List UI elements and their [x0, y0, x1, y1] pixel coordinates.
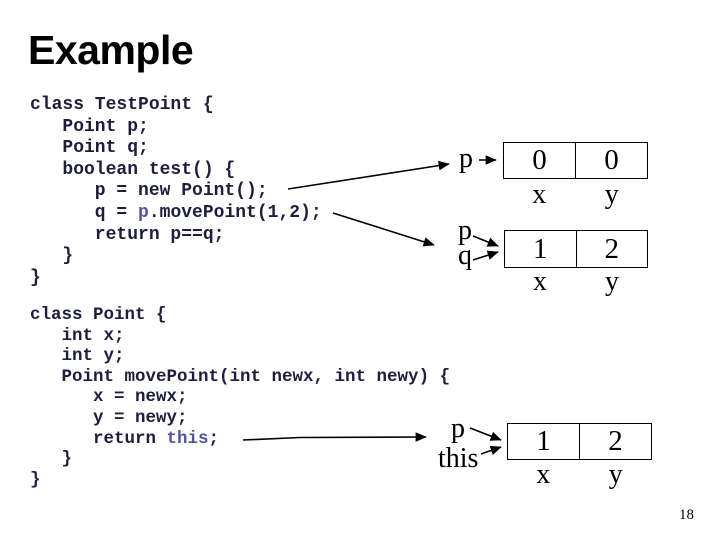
field-name-x: x	[536, 459, 551, 490]
field-name-x: x	[533, 266, 547, 297]
arrow-d2-q-to-box	[472, 250, 499, 261]
field-value-x: 1	[533, 232, 548, 265]
object-box: 1 2	[507, 423, 652, 460]
arrow-d3-this-to-box	[480, 445, 502, 455]
object-box: 1 2	[504, 230, 648, 268]
ref-label-q: q	[458, 240, 472, 271]
page-number: 18	[679, 507, 694, 523]
field-names: x y	[503, 181, 648, 209]
ref-label-p: p	[458, 215, 472, 246]
code-block-testpoint: class TestPoint { Point p; Point q; bool…	[30, 95, 322, 288]
field-name-y: y	[608, 459, 623, 490]
field-value-y: 2	[575, 231, 648, 267]
field-name-y: y	[604, 179, 619, 210]
field-value-y: 2	[579, 424, 651, 459]
arrow-d3-p-to-box	[469, 427, 502, 441]
arrow-d2-p-to-box	[472, 235, 499, 247]
field-value-x: 0	[532, 144, 547, 176]
ref-label-p: p	[459, 143, 473, 174]
field-name-x: x	[532, 179, 547, 210]
ref-label-p: p	[451, 413, 465, 444]
code-block-point: class Point { int x; int y; Point movePo…	[30, 305, 451, 490]
ref-label-this: this	[438, 443, 479, 474]
field-value-x: 1	[536, 425, 551, 457]
field-names: x y	[504, 268, 648, 296]
field-value-y: 0	[575, 143, 647, 178]
object-box: 0 0	[503, 142, 648, 179]
field-names: x y	[507, 461, 652, 489]
field-name-y: y	[605, 266, 619, 297]
page-title: Example	[28, 27, 194, 73]
arrow-movepoint-to-diagram2	[332, 212, 435, 247]
